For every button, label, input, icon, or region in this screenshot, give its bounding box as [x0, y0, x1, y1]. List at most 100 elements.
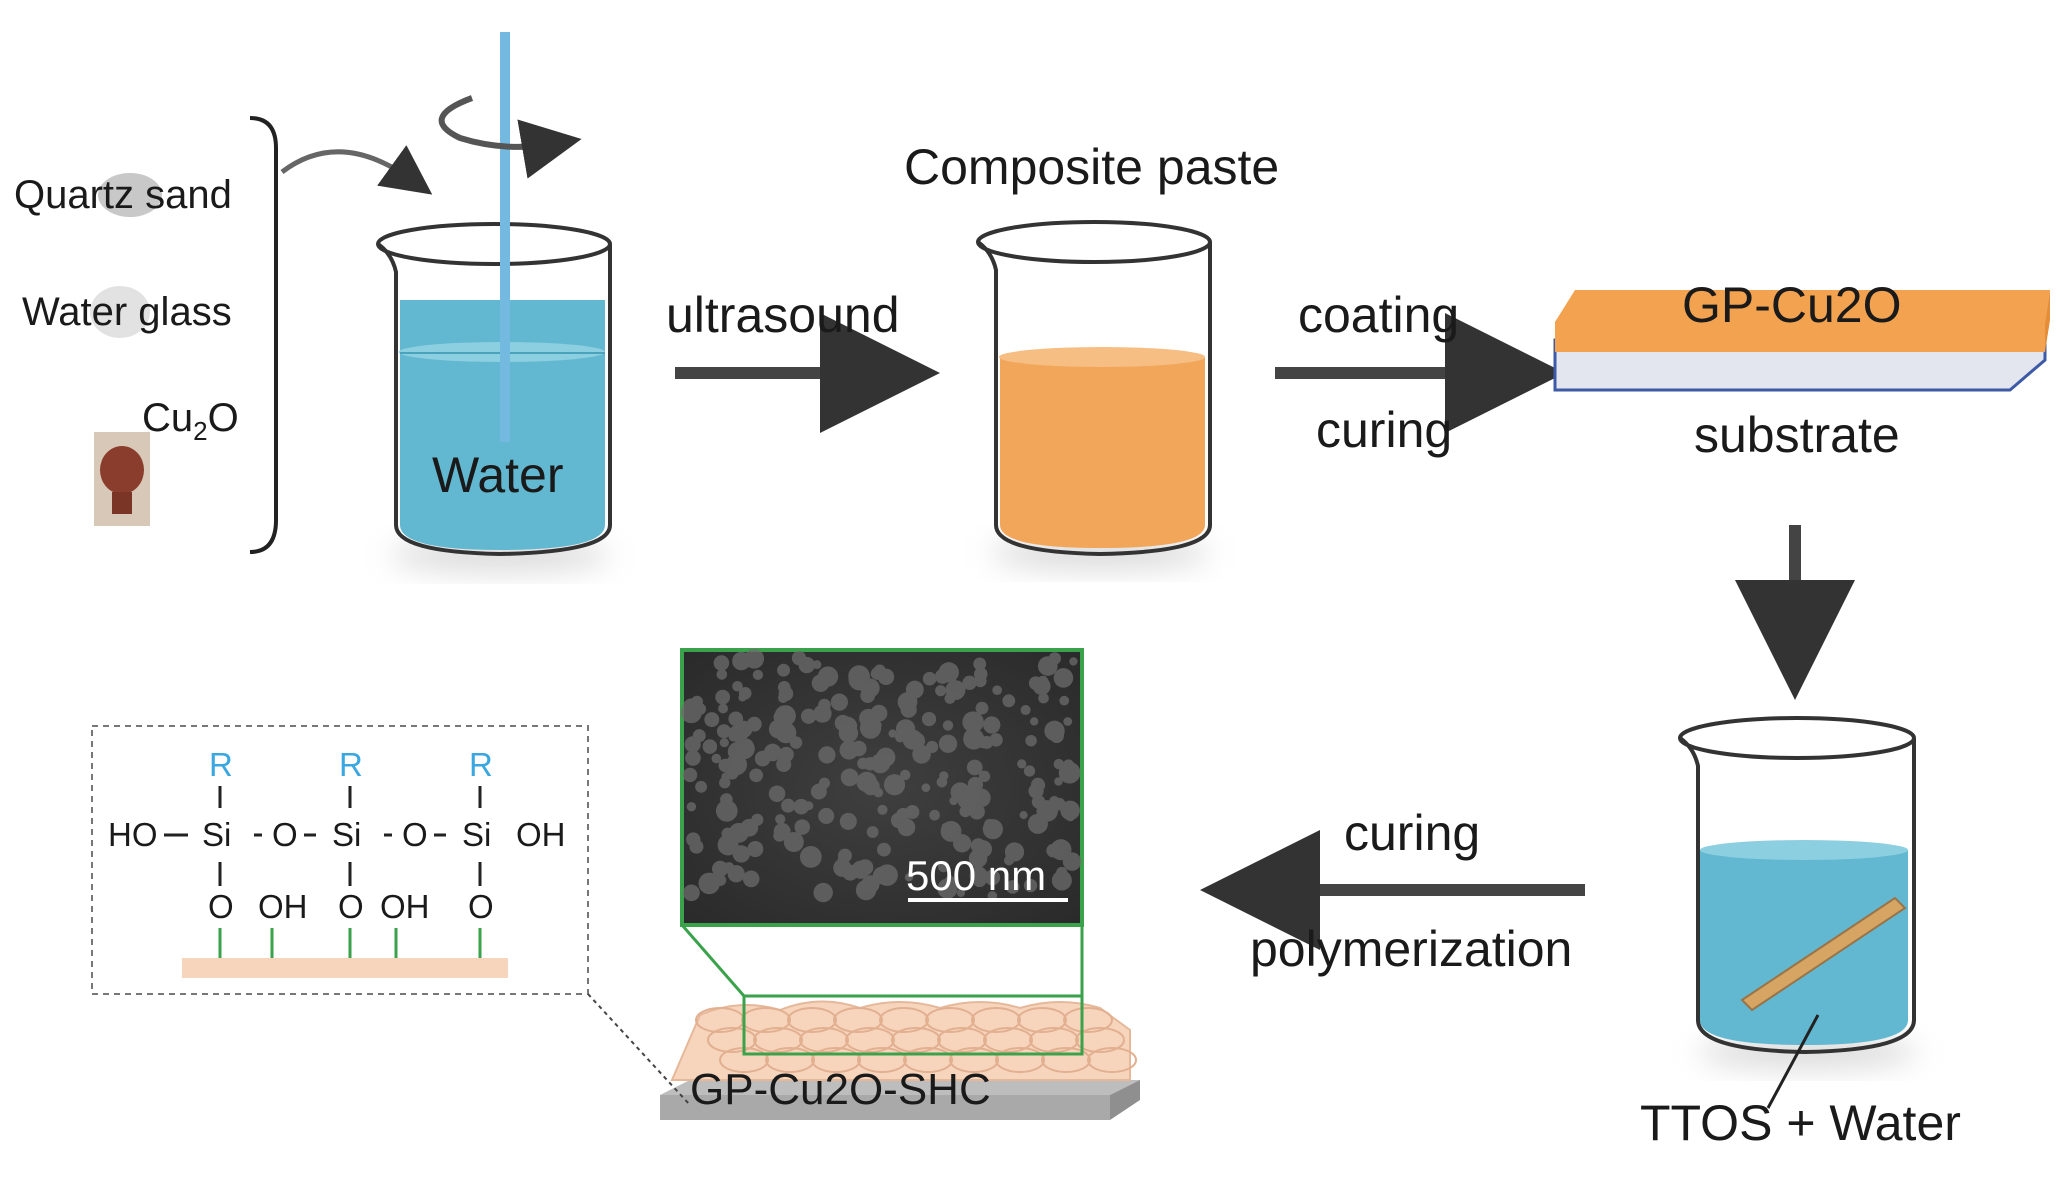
- sem-grain: [1004, 842, 1025, 862]
- sem-grain: [1017, 759, 1027, 769]
- sem-grain: [812, 660, 822, 670]
- sem-grain: [715, 689, 731, 705]
- sem-grain: [794, 819, 810, 835]
- sem-grain: [974, 840, 993, 858]
- sem-scale-bar-label: 500 nm: [906, 852, 1047, 899]
- r-group-2: R: [339, 746, 363, 783]
- sem-grain: [903, 722, 914, 734]
- sem-grain: [716, 724, 731, 739]
- coating-bump: [995, 1047, 1045, 1073]
- sem-grain: [921, 711, 937, 727]
- sem-grain: [1063, 717, 1073, 726]
- sem-grain: [1023, 878, 1038, 893]
- cu2o-tail: O: [207, 396, 239, 440]
- sem-grain: [964, 730, 973, 739]
- oh-right: OH: [516, 816, 566, 853]
- label-quartz-sand: Quartz sand: [14, 173, 232, 217]
- coating-bump: [707, 1027, 757, 1053]
- sem-grain: [1037, 656, 1058, 676]
- coating-bump: [857, 1047, 907, 1073]
- beaker-paste: [976, 220, 1212, 571]
- coating-bump: [1087, 1047, 1137, 1073]
- sem-grain: [691, 843, 701, 853]
- sem-grain: [866, 826, 879, 838]
- sem-grain: [949, 796, 958, 806]
- sem-grain: [977, 736, 990, 749]
- label-curing-bottom: curing: [1344, 805, 1481, 861]
- sem-grain: [967, 776, 984, 793]
- coating-bump: [799, 1027, 849, 1053]
- coating-bump: [811, 1047, 861, 1073]
- sem-grain: [773, 710, 787, 724]
- sem-grain: [938, 662, 959, 683]
- oh-down-2: OH: [380, 888, 430, 925]
- reagent-bracket: [249, 116, 278, 554]
- sem-grain: [799, 845, 822, 868]
- coating-bump: [879, 1007, 929, 1033]
- label-curing-top: curing: [1316, 402, 1453, 458]
- sem-grain: [818, 777, 830, 789]
- sem-grain: [888, 729, 897, 738]
- sem-grain: [751, 813, 764, 826]
- quartz-sand-icon: [98, 173, 162, 217]
- sem-grain: [992, 685, 1002, 696]
- sem-grain: [982, 819, 1003, 840]
- beaker-water: [376, 222, 612, 573]
- sem-grain: [721, 772, 730, 781]
- sem-grain: [775, 722, 797, 744]
- sem-grain: [929, 809, 940, 821]
- sem-grain: [978, 770, 991, 783]
- coating-bump: [1041, 1047, 1091, 1073]
- sem-grain: [956, 888, 966, 897]
- sem-grain: [902, 729, 923, 750]
- sem-grain: [1038, 692, 1049, 704]
- sem-grain: [1032, 677, 1051, 696]
- sem-grain: [969, 866, 988, 885]
- sem-grain: [973, 657, 987, 671]
- sem-grain: [685, 750, 701, 766]
- sem-grain: [683, 884, 700, 902]
- sem-grain: [738, 686, 752, 700]
- sem-grain: [962, 711, 984, 733]
- sem-grain: [876, 864, 898, 886]
- sem-grain: [876, 747, 896, 767]
- sem-grain: [862, 861, 872, 871]
- sem-grain: [741, 738, 753, 751]
- sem-grain: [935, 685, 947, 697]
- sem-grain: [921, 783, 931, 793]
- sem-grain: [1019, 811, 1028, 820]
- sem-grain: [1054, 777, 1063, 786]
- sem-grain: [775, 814, 786, 825]
- sem-grain: [926, 740, 939, 754]
- sem-grain: [684, 736, 701, 753]
- coated-substrate-plate: [1553, 290, 2050, 392]
- sem-grain: [1025, 734, 1037, 747]
- sem-grain: [839, 812, 857, 830]
- sem-grain: [714, 874, 727, 886]
- coating-bump: [903, 1047, 953, 1073]
- o-down-3: O: [468, 888, 494, 925]
- sem-grain: [1069, 657, 1078, 666]
- label-composite-paste: Composite paste: [904, 139, 1280, 195]
- sem-grain: [962, 675, 977, 690]
- sem-grain: [862, 777, 880, 796]
- sem-grain: [718, 703, 729, 714]
- coating-bump: [765, 1047, 815, 1073]
- o-bridge-1: O: [272, 816, 298, 853]
- sem-grain: [813, 882, 833, 903]
- sem-grain: [778, 686, 794, 702]
- coating-bump: [1029, 1027, 1079, 1053]
- label-cu2o: Cu2O: [142, 398, 239, 444]
- sem-grain: [718, 758, 732, 773]
- sem-grain: [974, 674, 987, 688]
- sem-grain: [863, 757, 877, 771]
- sem-grain: [966, 759, 983, 776]
- sem-grain: [694, 703, 707, 715]
- surface-strip: [182, 958, 508, 978]
- label-ultrasound: ultrasound: [666, 287, 900, 343]
- sem-grain: [686, 802, 697, 812]
- sem-grain: [800, 708, 817, 724]
- ho-left: HO: [108, 816, 158, 853]
- coating-bump: [937, 1027, 987, 1053]
- sem-grain: [877, 804, 888, 815]
